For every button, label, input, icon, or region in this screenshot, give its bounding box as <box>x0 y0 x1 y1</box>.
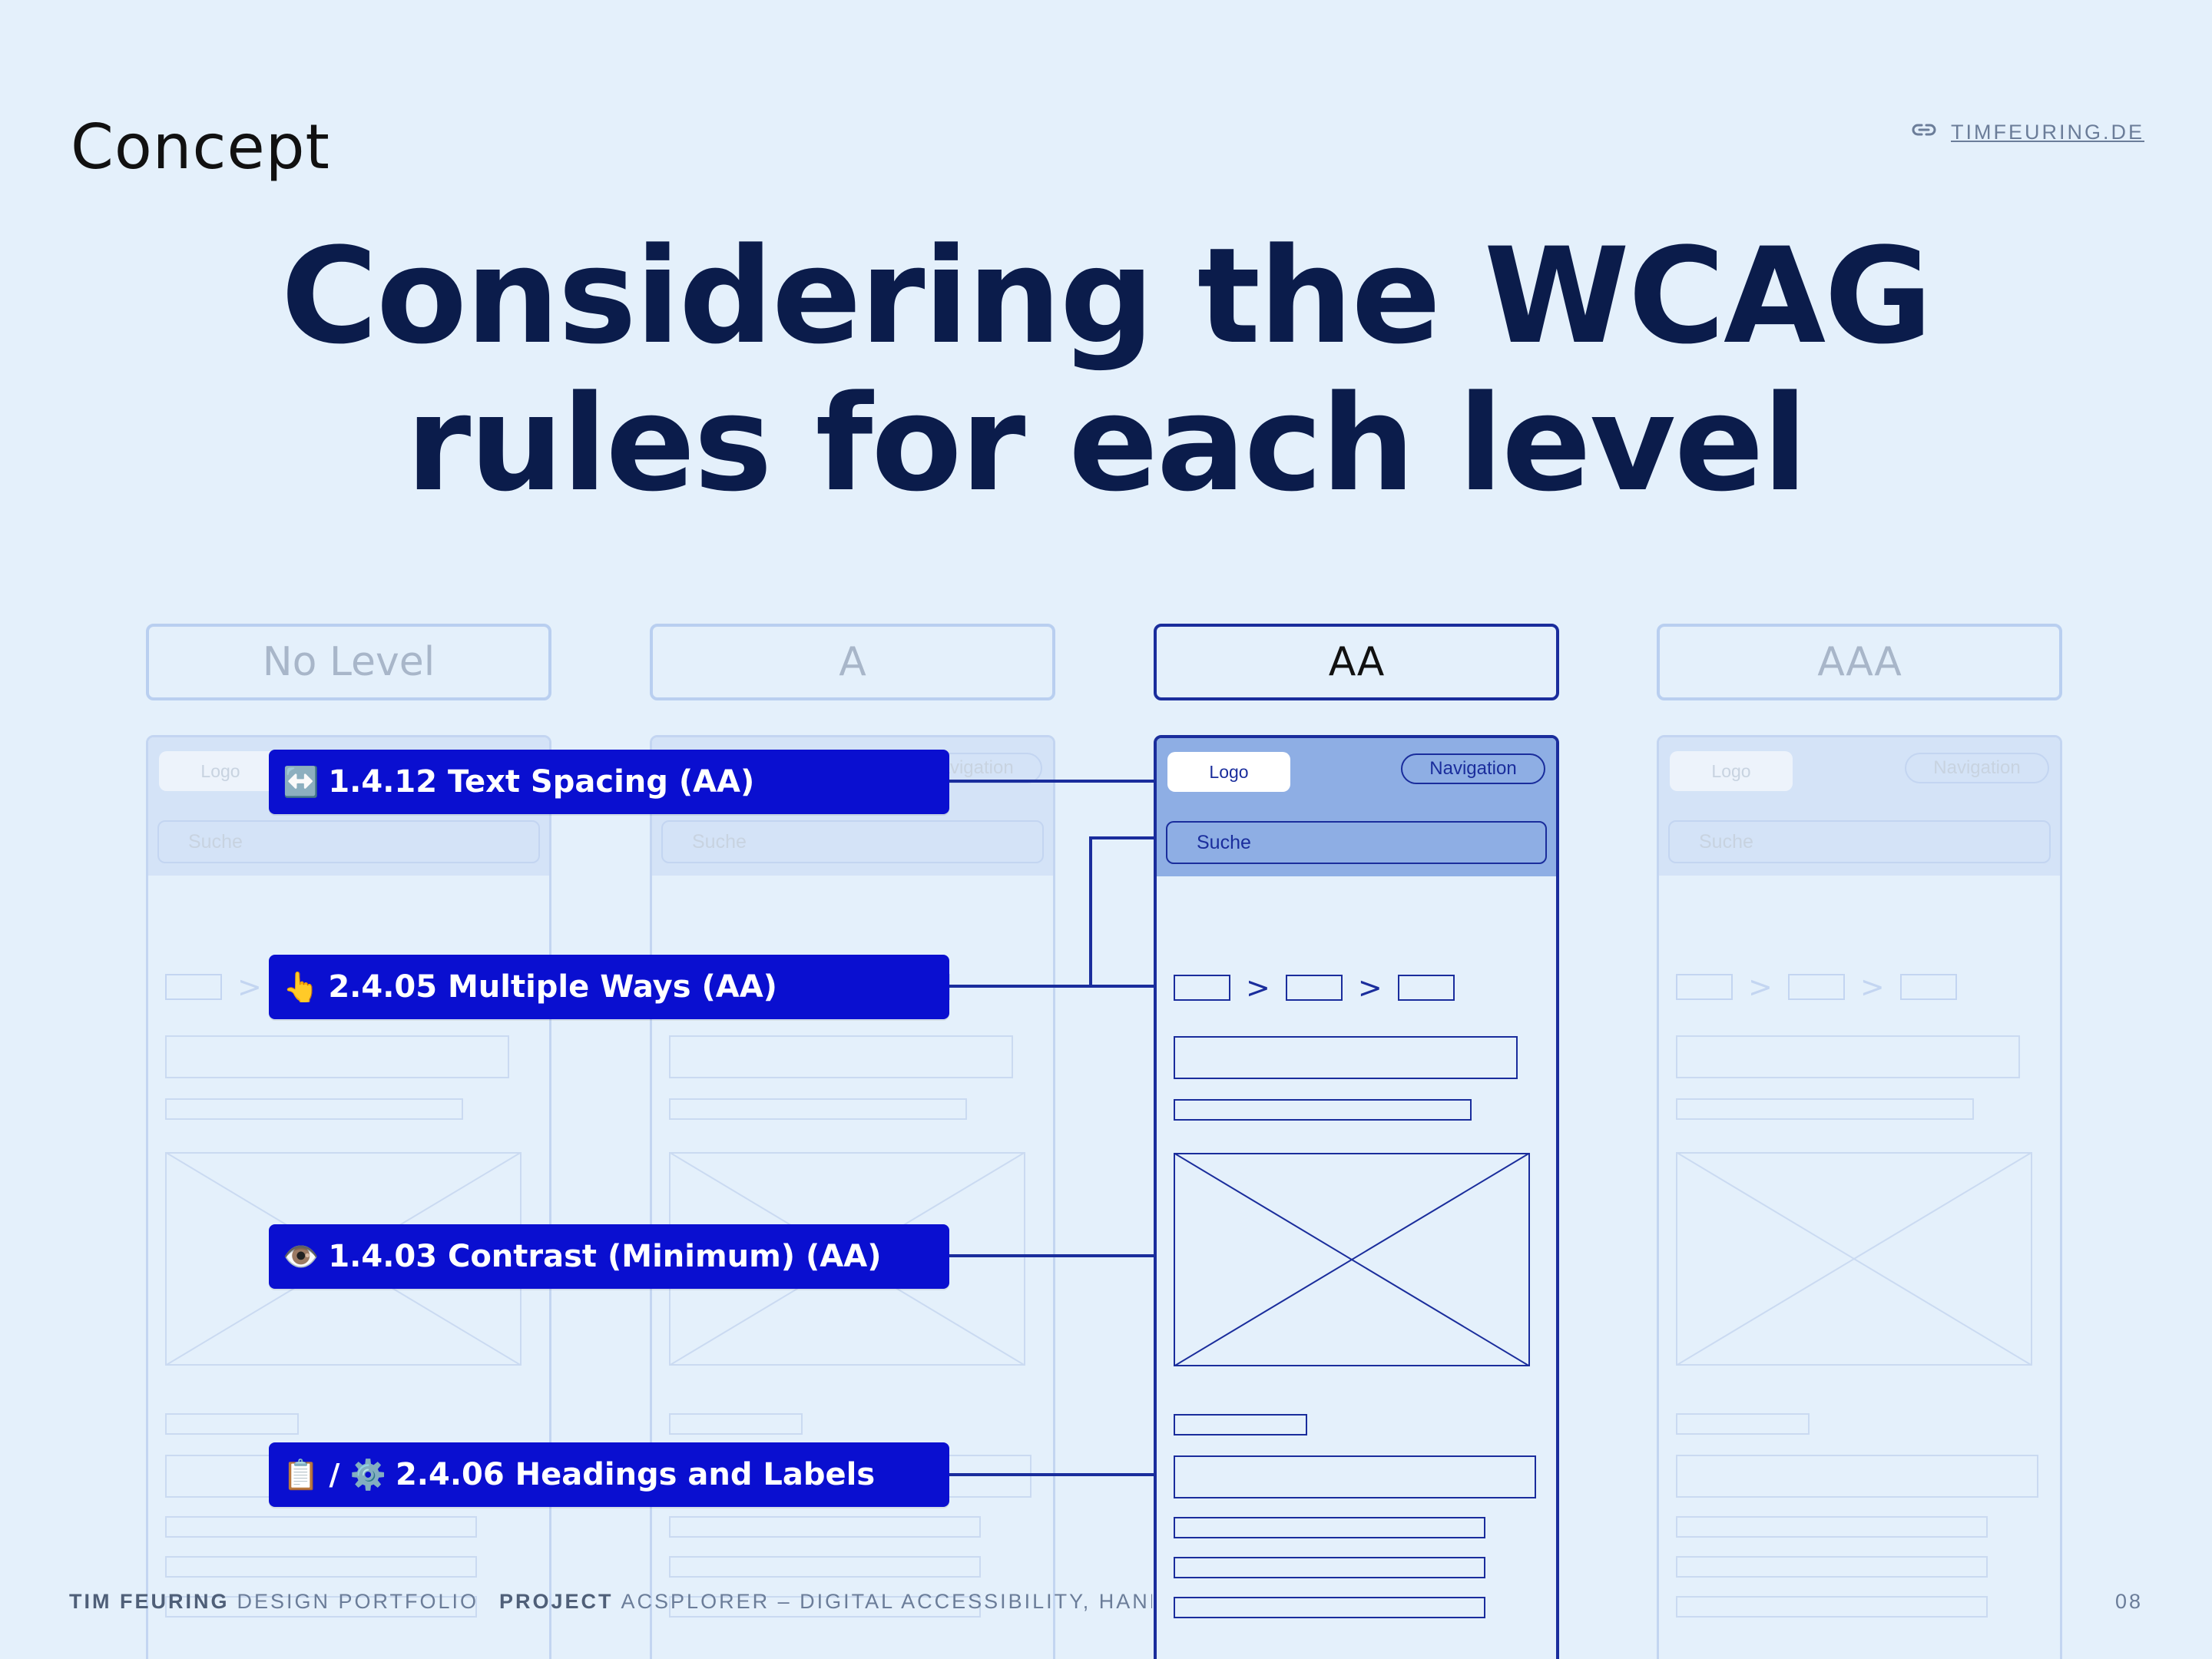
wireframe-line-box <box>1174 1597 1485 1618</box>
wireframe-line-box <box>669 1596 981 1618</box>
wireframe-subtitle-box <box>1174 1099 1472 1121</box>
wireframe-subtitle-box <box>669 1098 967 1120</box>
page-number: 08 <box>2114 1590 2143 1613</box>
pointing-finger-icon: 👆 <box>283 969 320 1004</box>
wireframe-title-box <box>165 1035 509 1078</box>
breadcrumb-item <box>1397 975 1455 1001</box>
rule-label-multiple-ways: 👆 2.4.05 Multiple Ways (AA) <box>269 955 949 1019</box>
rule-text: 2.4.06 Headings and Labels <box>395 1457 876 1492</box>
wireframe-search: Suche <box>157 820 540 863</box>
wireframe-title-box <box>1174 1036 1518 1079</box>
breadcrumb-separator: > <box>1246 971 1270 1005</box>
author-name: TIM FEURING <box>69 1590 230 1613</box>
wireframe-line-box <box>669 1556 981 1578</box>
wireframe-title-box <box>1676 1035 2020 1078</box>
breadcrumb-separator: > <box>1859 970 1885 1004</box>
headline-line-2: rules for each level <box>406 366 1807 521</box>
connector-multiple-ways-search <box>1089 836 1154 986</box>
wireframe-input-box <box>1676 1455 2038 1498</box>
breadcrumb-item <box>1899 974 1957 1000</box>
site-link-text: TIMFEURING.DE <box>1951 121 2144 144</box>
wireframe-breadcrumb: > > <box>1676 970 1957 1004</box>
wireframe-subtitle-box <box>1676 1098 1974 1120</box>
rule-text: 1.4.03 Contrast (Minimum) (AA) <box>328 1239 882 1274</box>
breadcrumb-item <box>1285 975 1343 1001</box>
wireframe-line-box <box>1676 1516 1988 1538</box>
level-tab-a[interactable]: A <box>650 624 1055 700</box>
link-icon <box>1911 120 1937 145</box>
wireframe-input-box <box>1174 1455 1536 1498</box>
clipboard-gear-icon: 📋 / ⚙️ <box>283 1457 386 1492</box>
site-link[interactable]: TIMFEURING.DE <box>1911 120 2144 145</box>
breadcrumb-separator: > <box>1748 970 1773 1004</box>
level-tab-no-level[interactable]: No Level <box>146 624 551 700</box>
breadcrumb-separator: > <box>237 970 262 1004</box>
wireframe-line-box <box>1676 1556 1988 1578</box>
wireframe-navigation: Navigation <box>1401 753 1545 784</box>
headline: Considering the WCAG rules for each leve… <box>0 223 2212 518</box>
wireframe-heading-box <box>669 1413 803 1435</box>
wireframe-line-box <box>1676 1596 1988 1618</box>
rule-label-text-spacing: ↔️ 1.4.12 Text Spacing (AA) <box>269 750 949 814</box>
rule-label-headings-labels: 📋 / ⚙️ 2.4.06 Headings and Labels <box>269 1442 949 1507</box>
project-label: PROJECT <box>499 1590 614 1613</box>
wireframe-image-placeholder <box>1174 1153 1530 1366</box>
level-tab-aa[interactable]: AA <box>1154 624 1559 700</box>
wireframe-line-box <box>1174 1517 1485 1538</box>
wireframe-search: Suche <box>661 820 1044 863</box>
wireframe-logo: Logo <box>159 751 282 791</box>
wireframe-image-placeholder <box>1676 1152 2032 1366</box>
breadcrumb-item <box>1676 974 1733 1000</box>
wireframe-line-box <box>1174 1557 1485 1578</box>
wireframe-line-box <box>165 1596 477 1618</box>
wireframe-heading-box <box>1174 1414 1307 1435</box>
footer-project: PROJECT ACSPLORER – DIGITAL ACCESSIBILITY… <box>499 1590 1152 1614</box>
wireframe-line-box <box>669 1516 981 1538</box>
wireframe-search: Suche <box>1166 821 1547 864</box>
breadcrumb-separator: > <box>1357 971 1382 1005</box>
wireframe-a: Logo Navigation Suche > > <box>650 735 1055 1659</box>
wireframe-logo: Logo <box>1167 752 1290 792</box>
breadcrumb-item <box>165 974 222 1000</box>
wireframe-logo: Logo <box>1670 751 1793 791</box>
wireframe-line-box <box>165 1556 477 1578</box>
rule-text: 2.4.05 Multiple Ways (AA) <box>328 969 777 1005</box>
wireframe-breadcrumb: > > <box>1174 971 1455 1005</box>
wireframe-subtitle-box <box>165 1098 463 1120</box>
eye-icon: 👁️ <box>283 1239 320 1273</box>
footer: TIM FEURING DESIGN PORTFOLIO PROJECT ACSPL… <box>0 1582 2212 1659</box>
rule-text: 1.4.12 Text Spacing (AA) <box>328 764 755 800</box>
wireframe-no-level: Logo Navigation Suche > > <box>146 735 551 1659</box>
wireframe-line-box <box>165 1516 477 1538</box>
wireframe-aaa: Logo Navigation Suche > > <box>1657 735 2062 1659</box>
wireframe-search: Suche <box>1668 820 2051 863</box>
rule-label-contrast: 👁️ 1.4.03 Contrast (Minimum) (AA) <box>269 1224 949 1289</box>
breadcrumb-item <box>1787 974 1845 1000</box>
wireframe-heading-box <box>165 1413 299 1435</box>
wireframe-aa: Logo Navigation Suche > > <box>1154 735 1559 1659</box>
left-right-arrow-icon: ↔️ <box>283 764 320 799</box>
section-label: Concept <box>71 111 330 183</box>
level-tab-aaa[interactable]: AAA <box>1657 624 2062 700</box>
wireframe-heading-box <box>1676 1413 1810 1435</box>
wireframe-title-box <box>669 1035 1013 1078</box>
wireframe-navigation: Navigation <box>1905 753 2049 783</box>
footer-author: TIM FEURING DESIGN PORTFOLIO <box>69 1590 478 1614</box>
breadcrumb-item <box>1174 975 1230 1001</box>
project-name: ACSPLORER – DIGITAL ACCESSIBILITY, HANDS… <box>621 1590 1152 1613</box>
headline-line-1: Considering the WCAG <box>280 219 1933 373</box>
portfolio-label: DESIGN PORTFOLIO <box>237 1590 479 1613</box>
